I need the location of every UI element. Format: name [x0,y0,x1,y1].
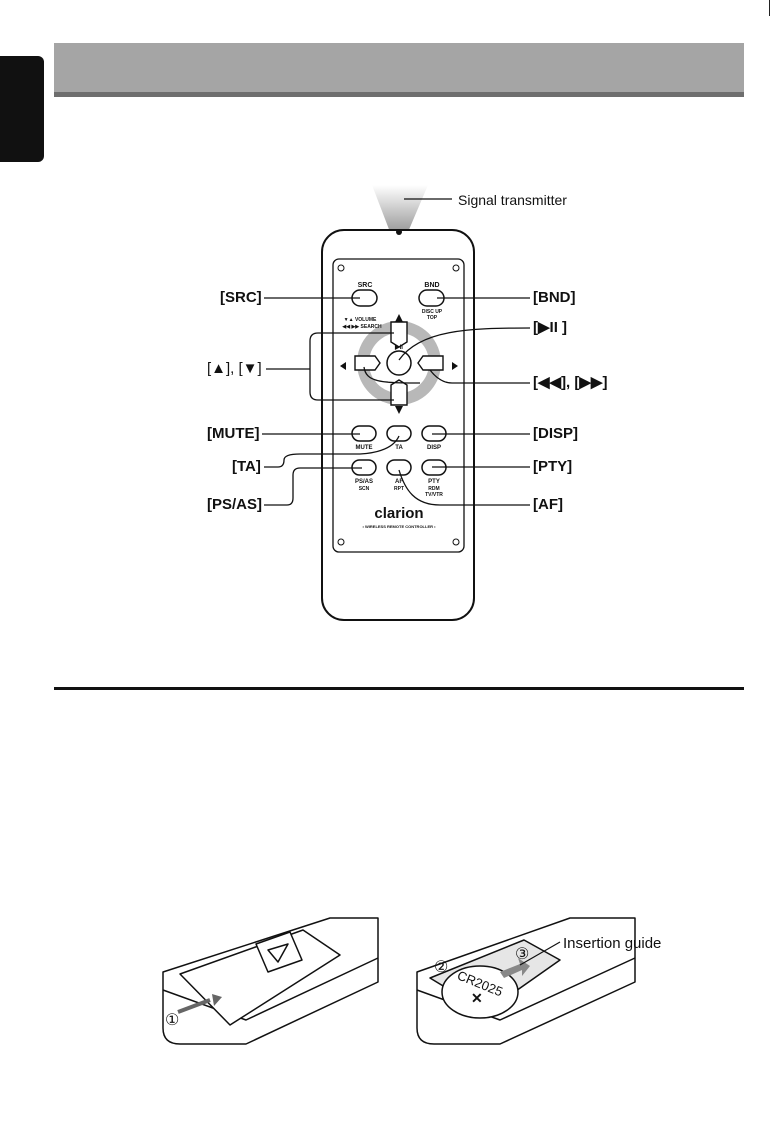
remote-control-illustration: SRC BND DISC UP TOP ▼▲ VOLUME ◀◀ ▶▶ SEAR… [0,170,773,630]
disp-label: [DISP] [533,425,578,443]
pty-sub2-caption: TV/VTR [425,492,443,498]
language-tab [0,56,44,162]
right-button [418,356,443,370]
psas-caption: PS/AS [355,479,373,485]
psas-label: [PS/AS] [207,496,262,514]
bnd-label: [BND] [533,289,576,307]
ta-label: [TA] [232,458,261,476]
battery-illustration [0,905,773,1065]
src-label: [SRC] [220,289,262,307]
ta-button [387,426,411,441]
pty-caption: PTY [428,479,440,485]
signal-transmitter-label: Signal transmitter [458,192,567,208]
step3-number: ③ [515,947,529,963]
af-button [387,460,411,475]
play-caption: ▶II [394,344,403,351]
bnd-caption: BND [424,282,439,289]
section-divider [54,687,744,690]
left-button [355,356,380,370]
down-button [391,380,407,405]
section-header-bar [54,43,744,97]
up-down-label: [▲], [▼] [207,360,262,378]
af-label: [AF] [533,496,563,514]
mute-caption: MUTE [356,445,373,451]
up-button [391,322,407,347]
disp-caption: DISP [427,445,441,451]
src-caption: SRC [358,282,373,289]
af-sub-caption: RPT [394,486,404,492]
coin-cell-sign: ✕ [471,990,483,1006]
brand-logo: clarion [374,505,423,522]
mute-label: [MUTE] [207,425,260,443]
play-pause-label: [▶II ] [533,319,567,337]
insertion-guide-label: Insertion guide [563,936,661,952]
signal-beam [372,185,428,232]
step1-number: ① [165,1013,179,1029]
pty-label: [PTY] [533,458,572,476]
ta-caption: TA [395,445,403,451]
model-caption: • WIRELESS REMOTE CONTROLLER • [362,524,436,529]
bnd-sub2-caption: TOP [427,315,438,321]
volume-caption: ▼▲ VOLUME [344,317,377,323]
crop-mark [769,0,770,16]
transmitter-dot [396,229,402,235]
psas-sub-caption: SCN [359,486,370,492]
play-pause-button [387,351,411,375]
search-caption: ◀◀ ▶▶ SEARCH [341,324,382,330]
step2-number: ② [434,960,448,976]
seek-label: [◀◀], [▶▶] [533,374,607,392]
